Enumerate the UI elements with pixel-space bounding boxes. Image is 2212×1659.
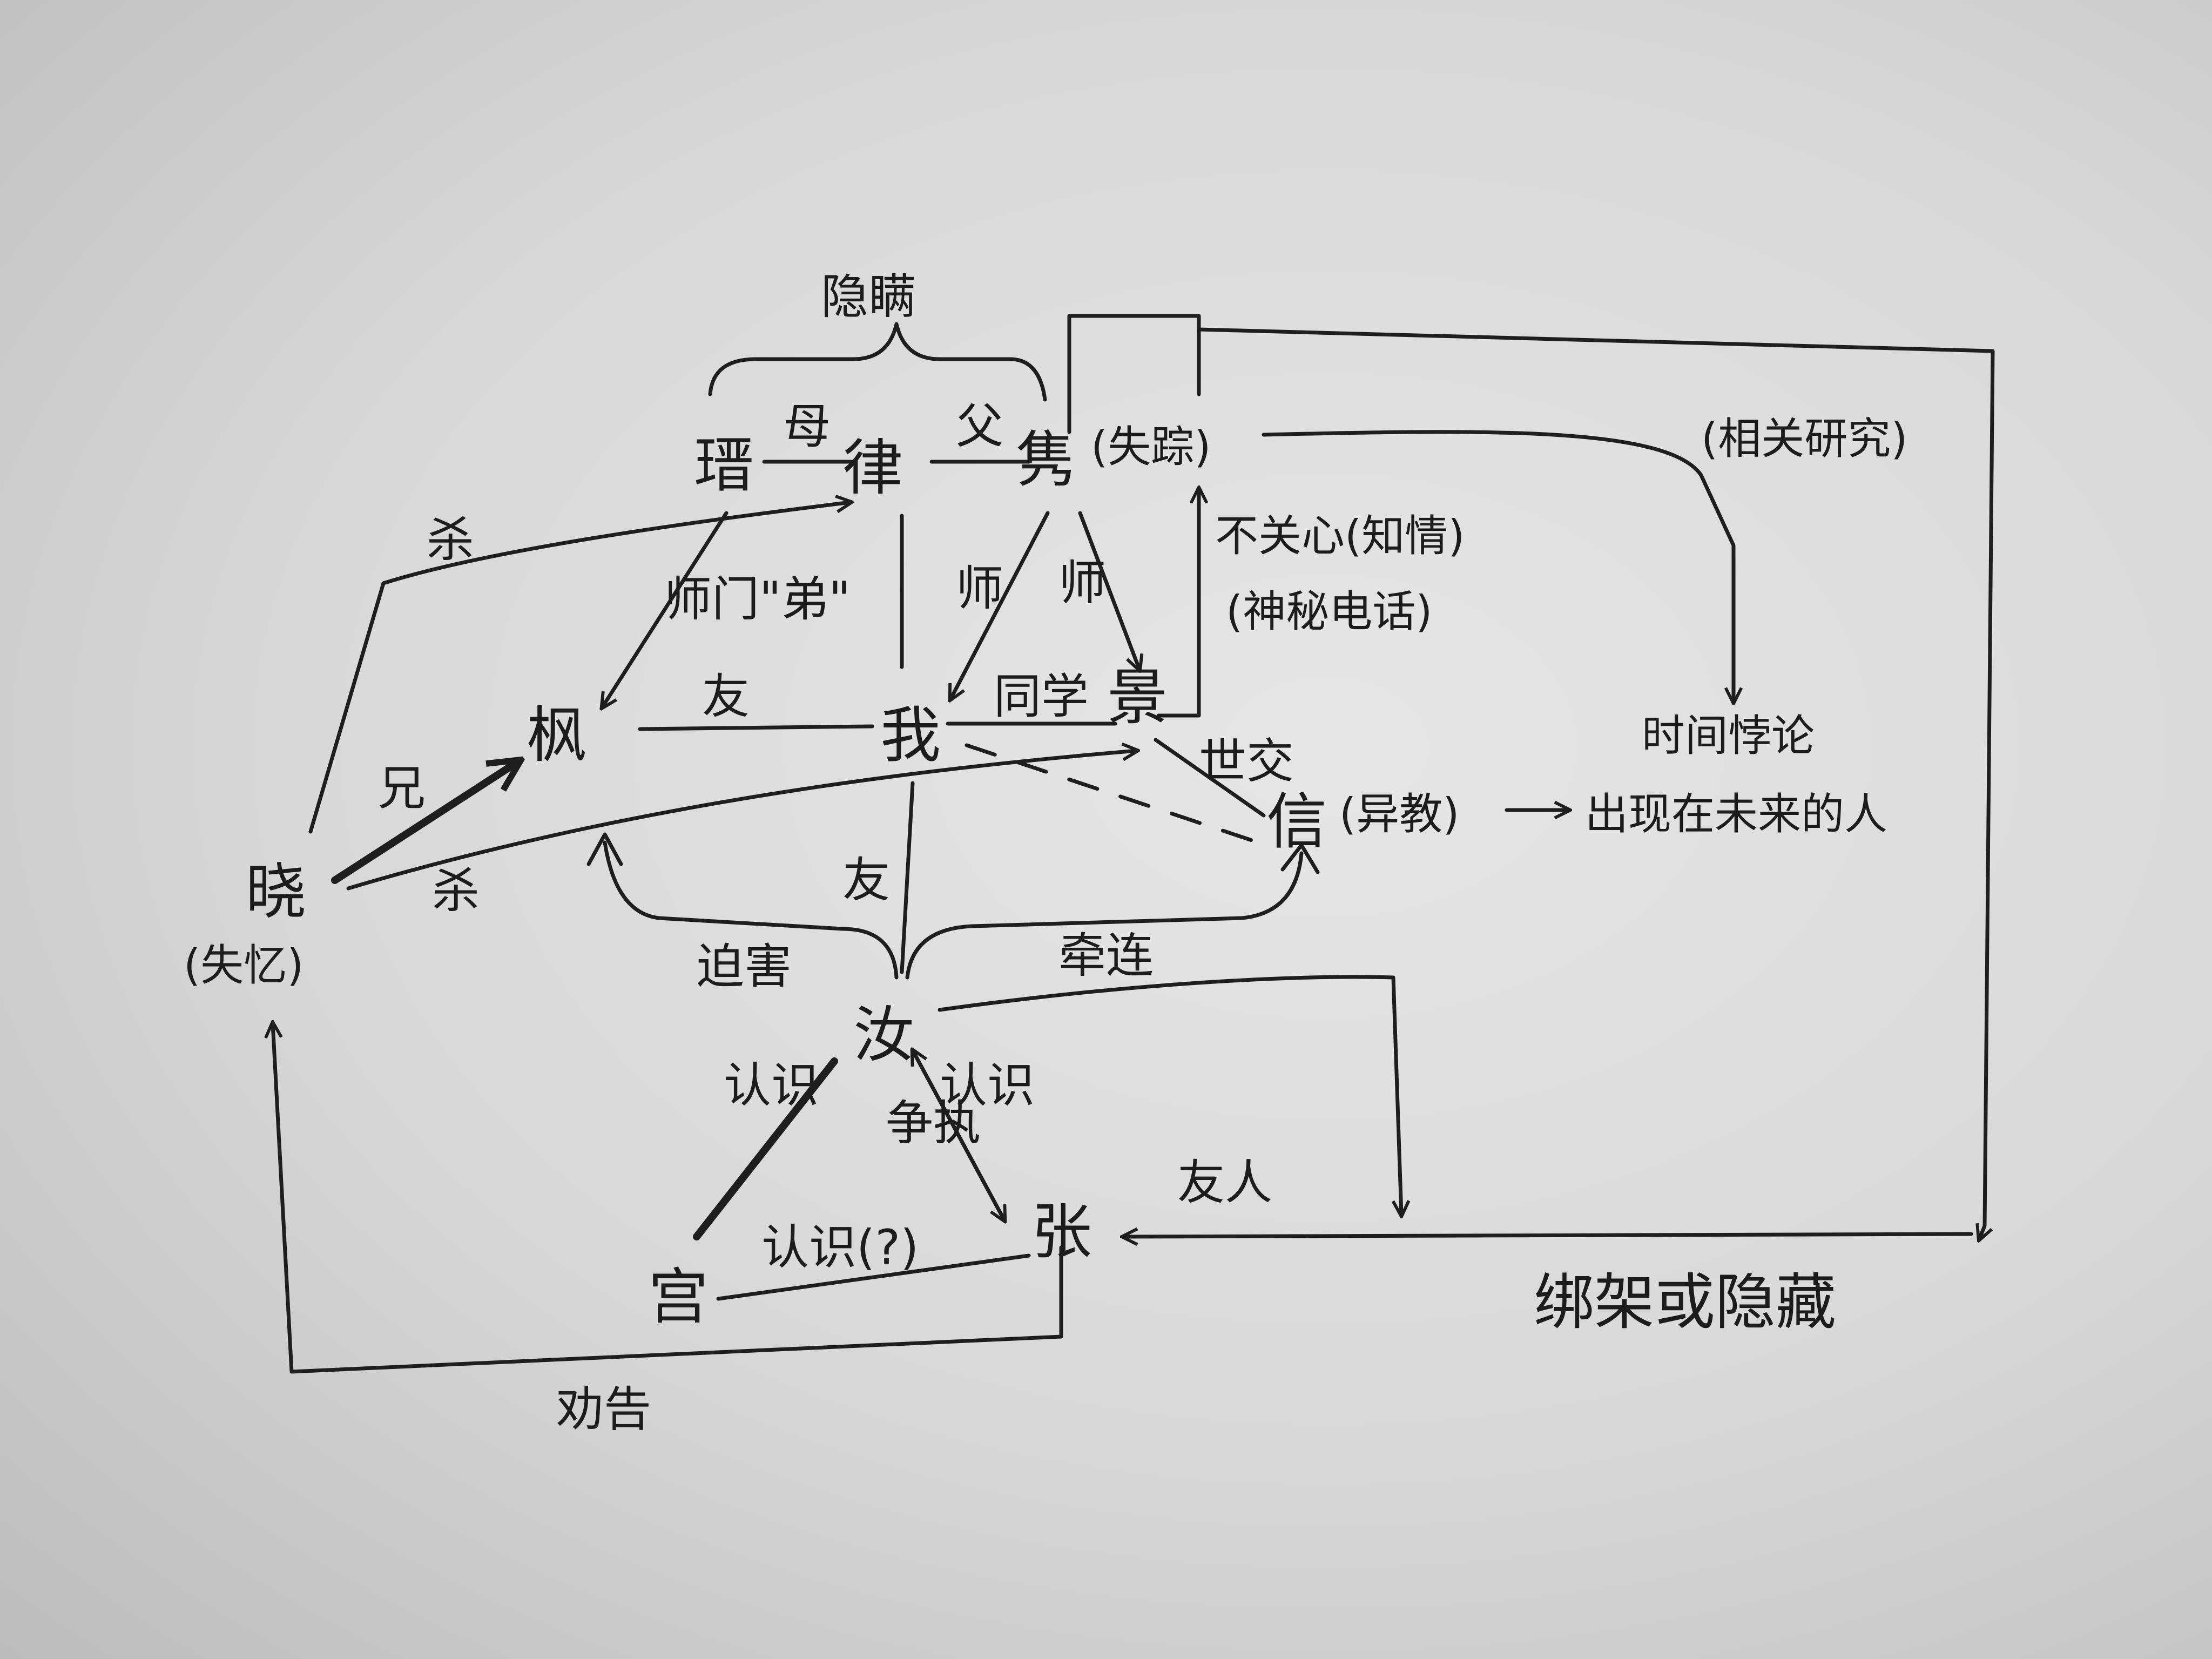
node-zhang: 张: [1031, 1197, 1092, 1267]
pohai-brace: [603, 840, 899, 980]
node-feng: 枫: [527, 700, 587, 771]
label-you-feng-wo: 友: [702, 669, 750, 724]
label-renshi-1: 认识: [724, 1057, 819, 1113]
arrow-xiao-lv: [308, 502, 851, 834]
label-xiangguan-yanjiu: (相关研究): [1701, 414, 1907, 464]
line-jiu-bracket: [1067, 314, 1201, 434]
line-gong-zhang: [716, 1253, 1031, 1301]
arrow-jiu-shiguan: [1262, 430, 1734, 702]
arrow-ru-qianzhi: [938, 975, 1401, 1215]
label-bangjia: 绑架或隐藏: [1534, 1267, 1836, 1338]
label-shi-1: 师: [956, 561, 1003, 616]
label-shenmi-dianhua: (神秘电话): [1226, 586, 1432, 637]
label-sha: 杀: [427, 512, 474, 568]
node-shiguan: 时间悖论: [1642, 711, 1815, 761]
label-fu: 父: [956, 399, 1003, 454]
node-lv: 律: [842, 433, 903, 503]
label-tongxue: 同学: [994, 669, 1089, 724]
label-shi-2: 师: [1058, 555, 1106, 611]
node-wo: 我: [880, 700, 941, 771]
node-xiao-note: (失忆): [184, 940, 304, 990]
arrow-zhang-xiao: [273, 1023, 1063, 1374]
arrow-xiao-jing: [346, 751, 1137, 891]
label-zhengzhi: 争执: [886, 1095, 981, 1151]
label-mu: 母: [783, 399, 831, 454]
arrowhead-pohai-feng: [586, 832, 623, 866]
line-bangjia-bracket: [1197, 327, 1995, 1239]
line-ru-gong: [693, 1057, 838, 1240]
node-jiu-note: (失踪): [1091, 422, 1211, 472]
label-yinman: 隐瞒: [821, 269, 916, 325]
label-bu-guanxin: 不关心(知情): [1215, 511, 1465, 561]
arrow-zhang-ru: [913, 1050, 1007, 1223]
node-jing: 景: [1107, 663, 1168, 733]
line-feng-wo: [638, 724, 874, 731]
label-quangao: 劝告: [556, 1381, 651, 1437]
arrow-jiu-wo: [950, 511, 1050, 699]
arrow-xiao-feng: [331, 761, 518, 884]
label-pohai: 迫害: [697, 939, 792, 994]
node-xin-note: (异教): [1339, 789, 1459, 839]
label-renshi-2: 认识: [940, 1057, 1035, 1113]
node-gong: 宫: [648, 1262, 709, 1332]
label-shijiao: 世交: [1199, 733, 1294, 789]
label-sha-2: 杀: [432, 863, 480, 919]
node-xiao: 晓: [246, 857, 306, 927]
label-youren: 友人: [1177, 1155, 1272, 1210]
label-renshi-q: 认识(?): [761, 1219, 919, 1275]
arrow-bangjia-zhang: [1123, 1234, 1973, 1237]
node-jiu: 隽: [1015, 425, 1076, 495]
node-ru: 汝: [853, 1000, 914, 1070]
label-qianzhi: 牵连: [1058, 928, 1154, 983]
node-xi: 瑨: [694, 430, 754, 501]
line-jing-xin: [1154, 738, 1266, 818]
node-xin-future: 出现在未来的人: [1585, 789, 1887, 839]
pohai-brace-right: [905, 851, 1304, 980]
label-you-wo-ru: 友: [842, 852, 890, 908]
arrowhead-pohai-xin: [1280, 843, 1320, 874]
line-wo-ru: [900, 781, 915, 974]
label-xiong: 兄: [378, 760, 426, 816]
node-xin: 信: [1266, 787, 1327, 857]
label-shimen-di: 师门"弟": [664, 571, 851, 627]
line-jing-jiu: [1156, 489, 1199, 718]
arrow-jiu-jing: [1078, 511, 1139, 670]
yinman-brace: [708, 322, 1047, 402]
arrow-xi-feng: [602, 511, 729, 707]
